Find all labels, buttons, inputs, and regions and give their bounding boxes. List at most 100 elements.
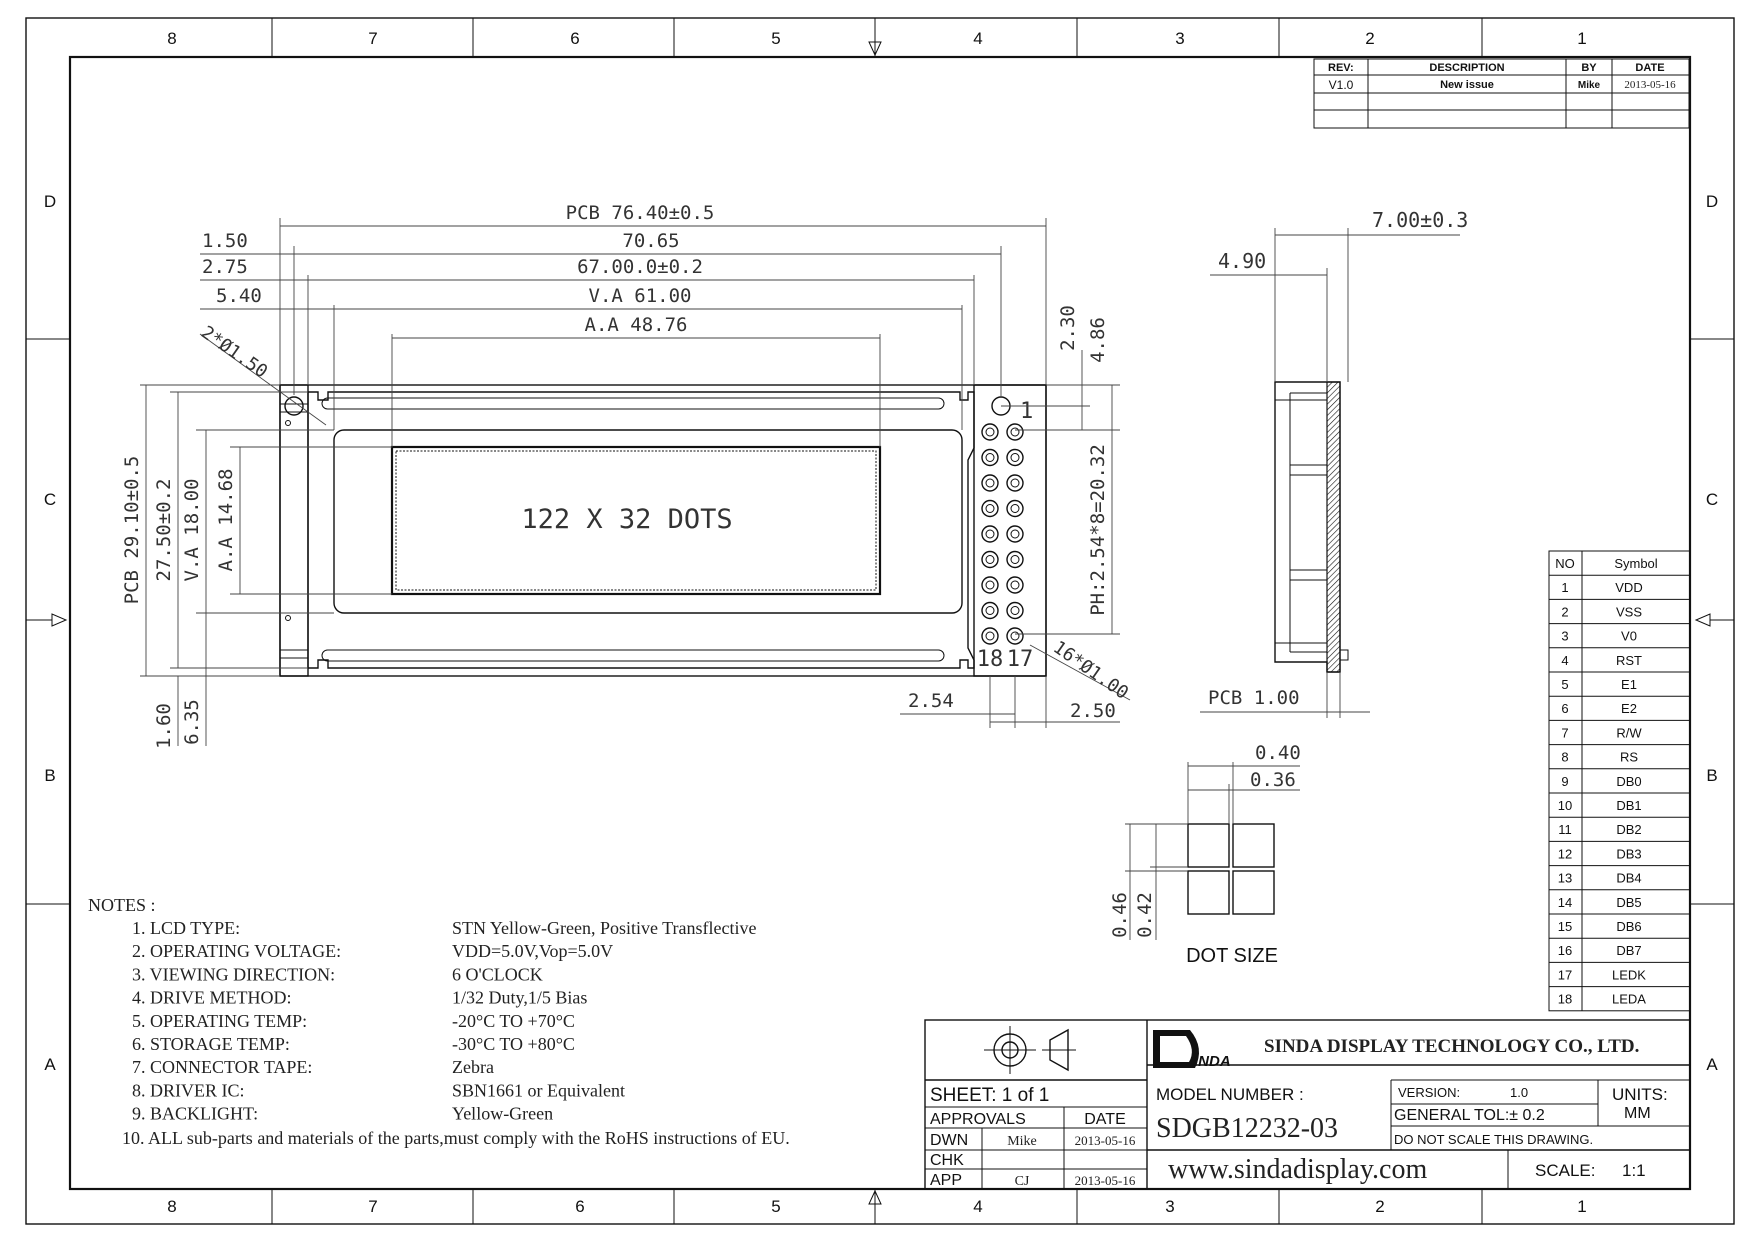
pin-pad [1006,525,1024,543]
dim-pitch: PH:2.54*8=20.32 [1087,444,1109,616]
zone-col-4: 4 [973,29,982,48]
model-number-label: MODEL NUMBER : [1156,1085,1304,1104]
pin-number: 15 [1558,919,1572,934]
pin-pad [981,576,999,594]
pin-pad [981,499,999,518]
pin-label-18: 18 [977,647,1004,672]
zone-col-1: 1 [1577,29,1586,48]
website: www.sindadisplay.com [1168,1154,1427,1185]
pin-symbol: RS [1620,750,1638,765]
zone-col-3-bottom: 3 [1165,1197,1174,1216]
pin-hole [985,529,995,539]
pin-number: 4 [1561,653,1568,668]
pin-number: 5 [1561,677,1568,692]
pin-symbol: R/W [1616,725,1642,740]
model-number: SDGB12232-03 [1156,1113,1338,1144]
dwn-label: DWN [930,1132,968,1149]
pin-number: 8 [1561,750,1568,765]
pin-symbol: E1 [1621,677,1637,692]
dim-dot-0-40: 0.40 [1255,742,1301,764]
rev-header-date: DATE [1635,62,1664,74]
note-label: 7. CONNECTOR TAPE: [132,1057,312,1077]
pin-symbol: DB0 [1616,774,1641,789]
title-block: INDA SINDA DISPLAY TECHNOLOGY CO., LTD. … [924,1019,1691,1190]
note-value: STN Yellow-Green, Positive Transflective [452,918,757,938]
note-label: 6. STORAGE TEMP: [132,1034,290,1054]
zone-col-6: 6 [570,29,579,48]
mount-hole [284,396,304,416]
zone-row-b-right: B [1706,766,1717,785]
pin-number: 2 [1561,604,1568,619]
pin-symbol: DB4 [1616,871,1641,886]
active-area [390,445,882,596]
zone-labels: 8 7 6 5 4 3 2 1 8 7 6 5 4 3 2 1 D C B A … [44,29,1718,1216]
pin-symbol: DB1 [1616,798,1641,813]
pin-number: 3 [1561,629,1568,644]
note-value: -30°C TO +80°C [452,1034,575,1054]
zone-row-d: D [44,192,56,211]
zone-row-a: A [44,1055,56,1074]
notes: NOTES : 1. LCD TYPE:STN Yellow-Green, Po… [88,895,790,1148]
rev-by: Mike [1578,80,1601,91]
dim-6-35: 6.35 [181,699,203,745]
pin-label-17: 17 [1007,647,1034,672]
dim-side-4-90: 4.90 [1218,249,1266,273]
pin-pad [1006,499,1024,518]
pin-symbol: DB7 [1616,943,1641,958]
pin-hole [985,631,995,641]
pin-hole [985,478,995,488]
pin-number: 9 [1561,774,1568,789]
dim-27-50: 27.50±0.2 [153,479,175,582]
app-label: APP [930,1172,962,1189]
pin-number: 17 [1558,967,1572,982]
pin-pad [981,601,999,620]
viewing-area [333,429,963,614]
outer-frame [25,17,1735,1225]
note-value: Yellow-Green [452,1104,553,1124]
zone-col-5-bottom: 5 [771,1197,780,1216]
zone-row-c-right: C [1706,490,1718,509]
units-value: MM [1624,1105,1651,1122]
rev-header-by: BY [1581,62,1597,74]
note-value: Zebra [452,1057,494,1077]
app-date: 2013-05-16 [1075,1173,1136,1188]
logo-text: INDA [1194,1053,1231,1070]
pin-hole [985,606,995,615]
zone-col-7: 7 [368,29,377,48]
note-label: 1. LCD TYPE: [132,918,240,938]
pin-symbol: VDD [1615,580,1642,595]
pin-number: 7 [1561,725,1568,740]
pin-pad [1006,550,1024,569]
pin-symbol: E2 [1621,701,1637,716]
zone-col-3: 3 [1175,29,1184,48]
pin-symbol: V0 [1621,629,1637,644]
approvals-label: APPROVALS [930,1111,1026,1128]
dim-1-50: 1.50 [202,230,248,252]
dim-2-75: 2.75 [202,256,248,278]
note-value: 1/32 Duty,1/5 Bias [452,988,587,1008]
rev-header-rev: REV: [1328,62,1354,74]
center-mark-right [1694,613,1711,627]
dwn-date: 2013-05-16 [1075,1133,1136,1148]
pin-pad [1006,601,1024,620]
scale-label: SCALE: [1535,1161,1595,1180]
zone-row-a-right: A [1706,1055,1718,1074]
units-label: UNITS: [1612,1085,1668,1104]
pin-symbol: VSS [1616,604,1642,619]
pin-symbol: DB5 [1616,895,1641,910]
zone-row-d-right: D [1706,192,1718,211]
sheet-label: SHEET: 1 of 1 [930,1085,1049,1106]
pin-pad [981,550,999,569]
note-label: 5. OPERATING TEMP: [132,1011,307,1031]
pin-hole [1010,606,1020,615]
pin-hole [1010,453,1020,462]
pin-hole [1010,504,1020,513]
note-label: 8. DRIVER IC: [132,1080,245,1100]
zone-col-1-bottom: 1 [1577,1197,1586,1216]
pin-symbol: DB2 [1616,822,1641,837]
side-view-dimensions: 7.00±0.3 4.90 PCB 1.00 [1200,208,1468,718]
pin-label-1: 1 [1020,399,1033,424]
rev-date: 2013-05-16 [1624,79,1676,91]
pin-pad [981,423,999,441]
